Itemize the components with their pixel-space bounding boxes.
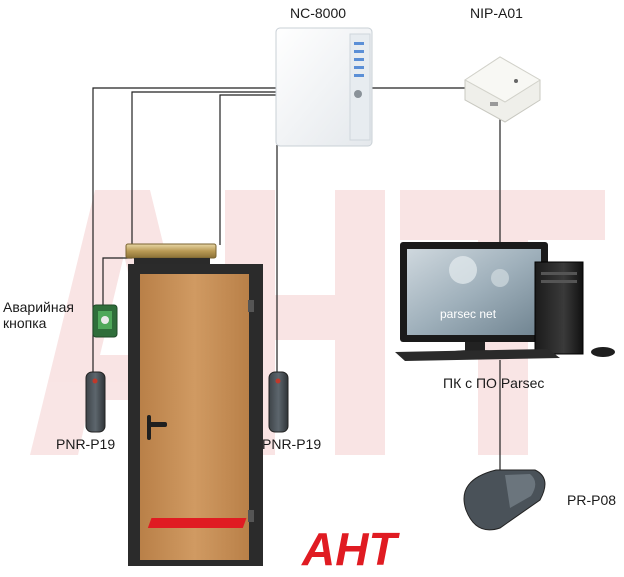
label-emergency-button: Аварийная кнопка	[3, 299, 74, 332]
wiring	[92, 87, 501, 470]
label-reader-left: PNR-P19	[56, 436, 116, 452]
logo-text: АНТ	[301, 523, 400, 572]
reader-left-icon	[85, 371, 106, 433]
desktop-reader-icon	[463, 469, 546, 531]
label-interface: NIP-A01	[470, 5, 523, 21]
label-reader-right: PNR-P19	[262, 436, 322, 452]
controller-cabinet-icon	[275, 27, 373, 147]
magnetic-lock-icon	[125, 243, 217, 265]
reader-right-icon	[268, 371, 289, 433]
label-pc: ПК с ПО Parsec	[443, 375, 545, 391]
pc-icon: parsec net	[395, 242, 615, 361]
label-enrollment-reader: PR-P08	[567, 492, 617, 508]
screen-brand: parsec net	[440, 307, 497, 321]
ant-logo: АНТ	[147, 518, 400, 575]
interface-box-icon	[464, 56, 541, 123]
emergency-button-icon	[92, 304, 118, 338]
door-icon	[128, 264, 263, 566]
label-controller: NC-8000	[290, 5, 347, 21]
